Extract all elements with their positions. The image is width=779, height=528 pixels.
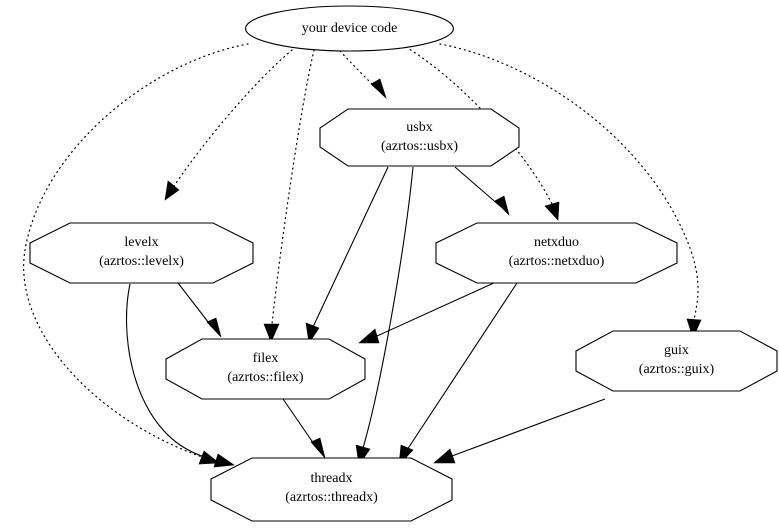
edge-netxduo-to-filex — [358, 281, 497, 344]
edge-device-to-levelx — [164, 49, 293, 201]
ellipse-shape — [244, 5, 455, 52]
edge-usbx-to-netxduo — [454, 166, 510, 216]
octagon-shape — [165, 338, 366, 400]
edge-levelx-to-filex — [177, 282, 222, 338]
node-levelx[interactable]: levelx (azrtos::levelx) — [29, 222, 254, 284]
edge-device-to-netxduo — [405, 46, 560, 221]
octagon-shape — [319, 108, 520, 167]
edge-levelx-to-threadx — [125, 283, 235, 468]
edge-filex-to-threadx — [282, 398, 326, 459]
node-filex[interactable]: filex (azrtos::filex) — [165, 338, 366, 400]
node-label-netxduo-line1: netxduo — [534, 235, 579, 250]
edge-device-to-filex — [263, 49, 315, 343]
node-label-usbx-line1: usbx — [406, 120, 432, 135]
node-label-guix-line2: (azrtos::guix) — [639, 362, 715, 377]
octagon-shape — [435, 222, 678, 284]
node-label-filex-line1: filex — [253, 351, 279, 366]
edge-device-to-guix — [439, 43, 702, 339]
nodes-layer: your device code usbx (azrtos::usbx) lev… — [29, 5, 778, 522]
node-usbx[interactable]: usbx (azrtos::usbx) — [319, 108, 520, 167]
node-threadx[interactable]: threadx (azrtos::threadx) — [210, 457, 453, 522]
node-label-guix-line1: guix — [664, 343, 689, 358]
edge-usbx-to-threadx — [355, 166, 414, 466]
octagon-shape — [29, 222, 254, 284]
octagon-shape — [210, 457, 453, 522]
node-netxduo[interactable]: netxduo (azrtos::netxduo) — [435, 222, 678, 284]
node-label-device-line1: your device code — [302, 21, 398, 36]
node-label-levelx-line2: (azrtos::levelx) — [99, 254, 184, 269]
node-label-usbx-line2: (azrtos::usbx) — [381, 139, 458, 154]
edge-guix-to-threadx — [433, 398, 606, 464]
node-label-netxduo-line2: (azrtos::netxduo) — [509, 254, 605, 269]
edge-device-to-usbx — [339, 50, 387, 99]
edge-usbx-to-filex — [305, 166, 389, 344]
edge-netxduo-to-threadx — [398, 282, 518, 466]
node-your-device-code[interactable]: your device code — [244, 5, 455, 52]
node-label-filex-line2: (azrtos::filex) — [227, 370, 304, 385]
node-label-threadx-line2: (azrtos::threadx) — [285, 490, 378, 505]
node-label-threadx-line1: threadx — [311, 471, 353, 486]
edges-layer — [23, 43, 702, 468]
edge-device-to-threadx — [23, 43, 249, 465]
octagon-shape — [575, 330, 778, 392]
node-guix[interactable]: guix (azrtos::guix) — [575, 330, 778, 392]
node-label-levelx-line1: levelx — [124, 235, 158, 250]
